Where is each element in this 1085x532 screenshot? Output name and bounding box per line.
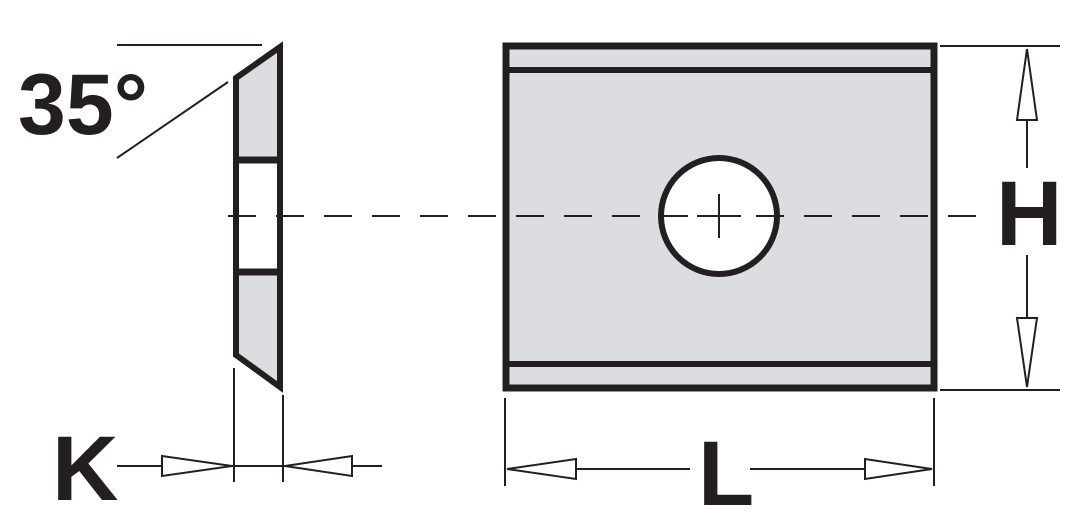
arrow-left-icon (284, 454, 353, 478)
arrow-right-icon (864, 457, 933, 481)
angle-label: 35° (18, 57, 148, 153)
angle-annotation: 35° (18, 44, 262, 159)
arrow-down-icon (1015, 317, 1039, 388)
thickness-label: K (52, 418, 118, 520)
arrow-left-icon (506, 457, 577, 481)
height-dimension: H (940, 45, 1062, 391)
length-dimension: L (504, 398, 935, 525)
arrow-up-icon (1015, 48, 1039, 121)
angle-bevel-line (116, 81, 229, 159)
thickness-dimension: K (52, 368, 382, 520)
length-label: L (698, 423, 754, 525)
height-label: H (996, 163, 1062, 265)
arrow-right-icon (161, 454, 233, 478)
